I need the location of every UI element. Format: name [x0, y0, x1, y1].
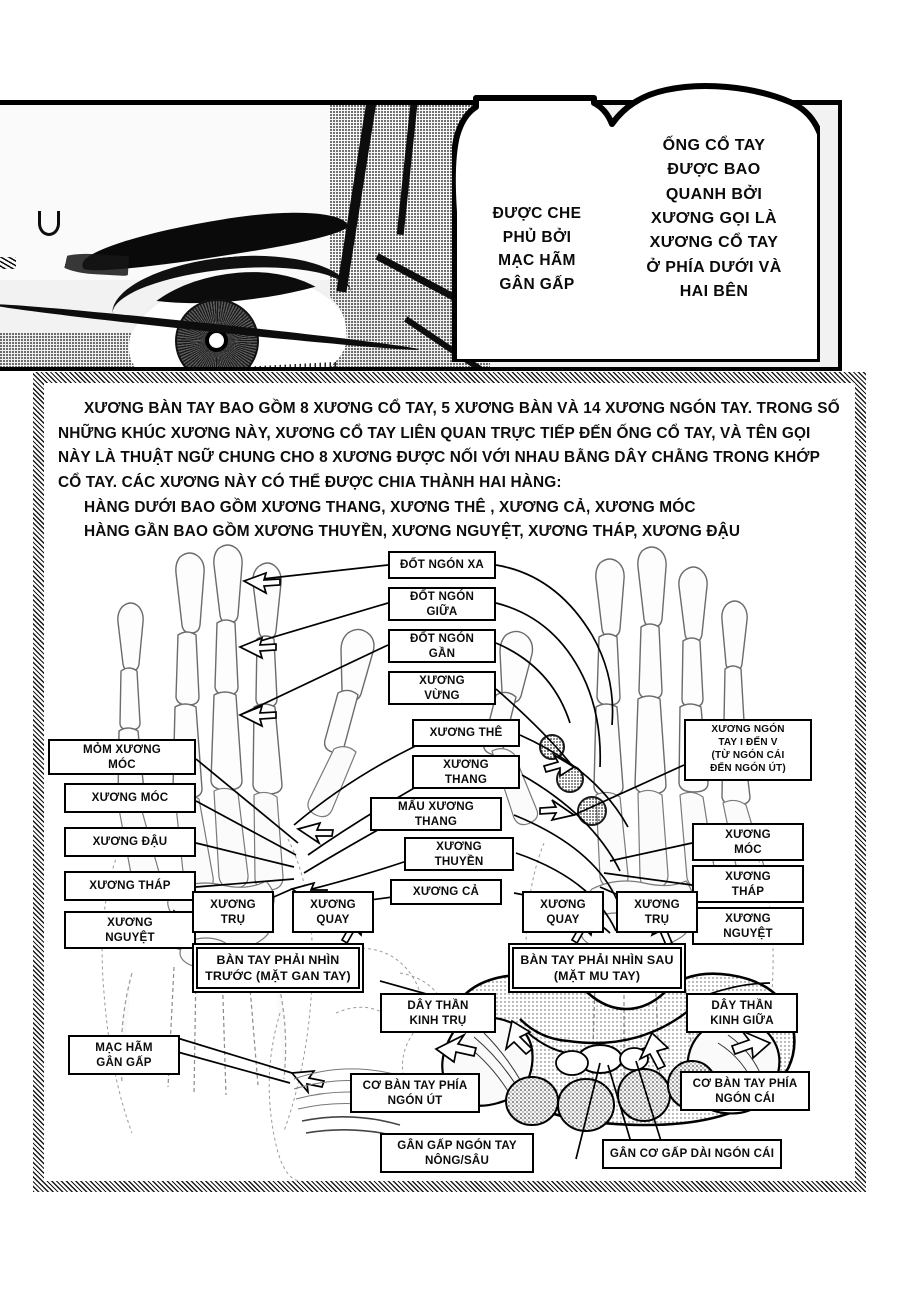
label-radius-left[interactable]: XƯƠNG QUAY [292, 891, 374, 933]
label-flexor-pollicis-longus[interactable]: GÂN CƠ GẤP DÀI NGÓN CÁI [602, 1139, 782, 1169]
label-ulnar-nerve[interactable]: DÂY THẦN KINH TRỤ [380, 993, 496, 1033]
label-proximal-phalanx[interactable]: ĐỐT NGÓN GẦN [388, 629, 496, 663]
label-lunate-left[interactable]: XƯƠNG NGUYỆT [64, 911, 196, 949]
label-scaphoid[interactable]: XƯƠNG THUYỀN [404, 837, 514, 871]
label-flexor-retinaculum[interactable]: MẠC HÃM GÂN GẤP [68, 1035, 180, 1075]
paragraph-proximal-row: HÀNG GẦN BAO GỒM XƯƠNG THUYỀN, XƯƠNG NGU… [84, 523, 741, 541]
label-trapezoid[interactable]: XƯƠNG THÊ [412, 719, 520, 747]
label-ulna-left[interactable]: XƯƠNG TRỤ [192, 891, 274, 933]
label-median-nerve[interactable]: DÂY THẦN KINH GIỮA [686, 993, 798, 1033]
label-thenar-muscles[interactable]: CƠ BÀN TAY PHÍA NGÓN CÁI [680, 1071, 810, 1111]
label-triquetrum-right[interactable]: XƯƠNG THÁP [692, 865, 804, 903]
label-hamate-left[interactable]: XƯƠNG MÓC [64, 783, 196, 813]
label-pisiform[interactable]: XƯƠNG ĐẬU [64, 827, 196, 857]
hair-strand-icon [38, 211, 60, 236]
retinaculum-arrow [173, 1036, 326, 1095]
speech-bubble: ĐƯỢC CHE PHỦ BỞI MẠC HÃM GÂN GẤP ỐNG CỔ … [452, 52, 820, 362]
paragraph-distal-row: HÀNG DƯỚI BAO GỒM XƯƠNG THANG, XƯƠNG THÊ… [84, 498, 696, 516]
label-hamate-hook[interactable]: MỎM XƯƠNG MÓC [48, 739, 196, 775]
paragraph-main: XƯƠNG BÀN TAY BAO GỒM 8 XƯƠNG CỔ TAY, 5 … [58, 400, 840, 491]
explanatory-text: XƯƠNG BÀN TAY BAO GỒM 8 XƯƠNG CỔ TAY, 5 … [58, 397, 844, 545]
label-flexor-digitorum[interactable]: GÂN GẤP NGÓN TAY NÔNG/SÂU [380, 1133, 534, 1173]
label-sesamoid-bone[interactable]: XƯƠNG VỪNG [388, 671, 496, 705]
diagram-panel: XƯƠNG BÀN TAY BAO GỒM 8 XƯƠNG CỔ TAY, 5 … [44, 383, 855, 1181]
label-metacarpals[interactable]: XƯƠNG NGÓN TAY I ĐẾN V (TỪ NGÓN CÁI ĐẾN … [684, 719, 812, 781]
label-trapezium[interactable]: XƯƠNG THANG [412, 755, 520, 789]
label-lunate-right[interactable]: XƯƠNG NGUYỆT [692, 907, 804, 945]
label-hamate-right[interactable]: XƯƠNG MÓC [692, 823, 804, 861]
bubble-text-left: ĐƯỢC CHE PHỦ BỞI MẠC HÃM GÂN GẤP [492, 205, 582, 293]
label-radius-right[interactable]: XƯƠNG QUAY [522, 891, 604, 933]
label-distal-phalanx[interactable]: ĐỐT NGÓN XA [388, 551, 496, 579]
label-capitate[interactable]: XƯƠNG CẢ [390, 879, 502, 905]
caption-palmar-view[interactable]: BÀN TAY PHẢI NHÌN TRƯỚC (MẶT GAN TAY) [196, 947, 360, 989]
label-hypothenar-muscles[interactable]: CƠ BÀN TAY PHÍA NGÓN ÚT [350, 1073, 480, 1113]
speech-bubble-outline [452, 83, 820, 362]
label-middle-phalanx[interactable]: ĐỐT NGÓN GIỮA [388, 587, 496, 621]
anatomy-diagram: .bone { fill:#fdfdfd; stroke:#6b6b6b; st… [44, 543, 855, 1181]
label-trapezium-tubercle[interactable]: MẤU XƯƠNG THANG [370, 797, 502, 831]
label-triquetrum-left[interactable]: XƯƠNG THÁP [64, 871, 196, 901]
caption-dorsal-view[interactable]: BÀN TAY PHẢI NHÌN SAU (MẶT MU TAY) [512, 947, 682, 989]
bubble-text-right: ỐNG CỔ TAY ĐƯỢC BAO QUANH BỞI XƯƠNG GỌI … [646, 137, 782, 300]
hair-hatch-icon [0, 257, 16, 269]
label-ulna-right[interactable]: XƯƠNG TRỤ [616, 891, 698, 933]
